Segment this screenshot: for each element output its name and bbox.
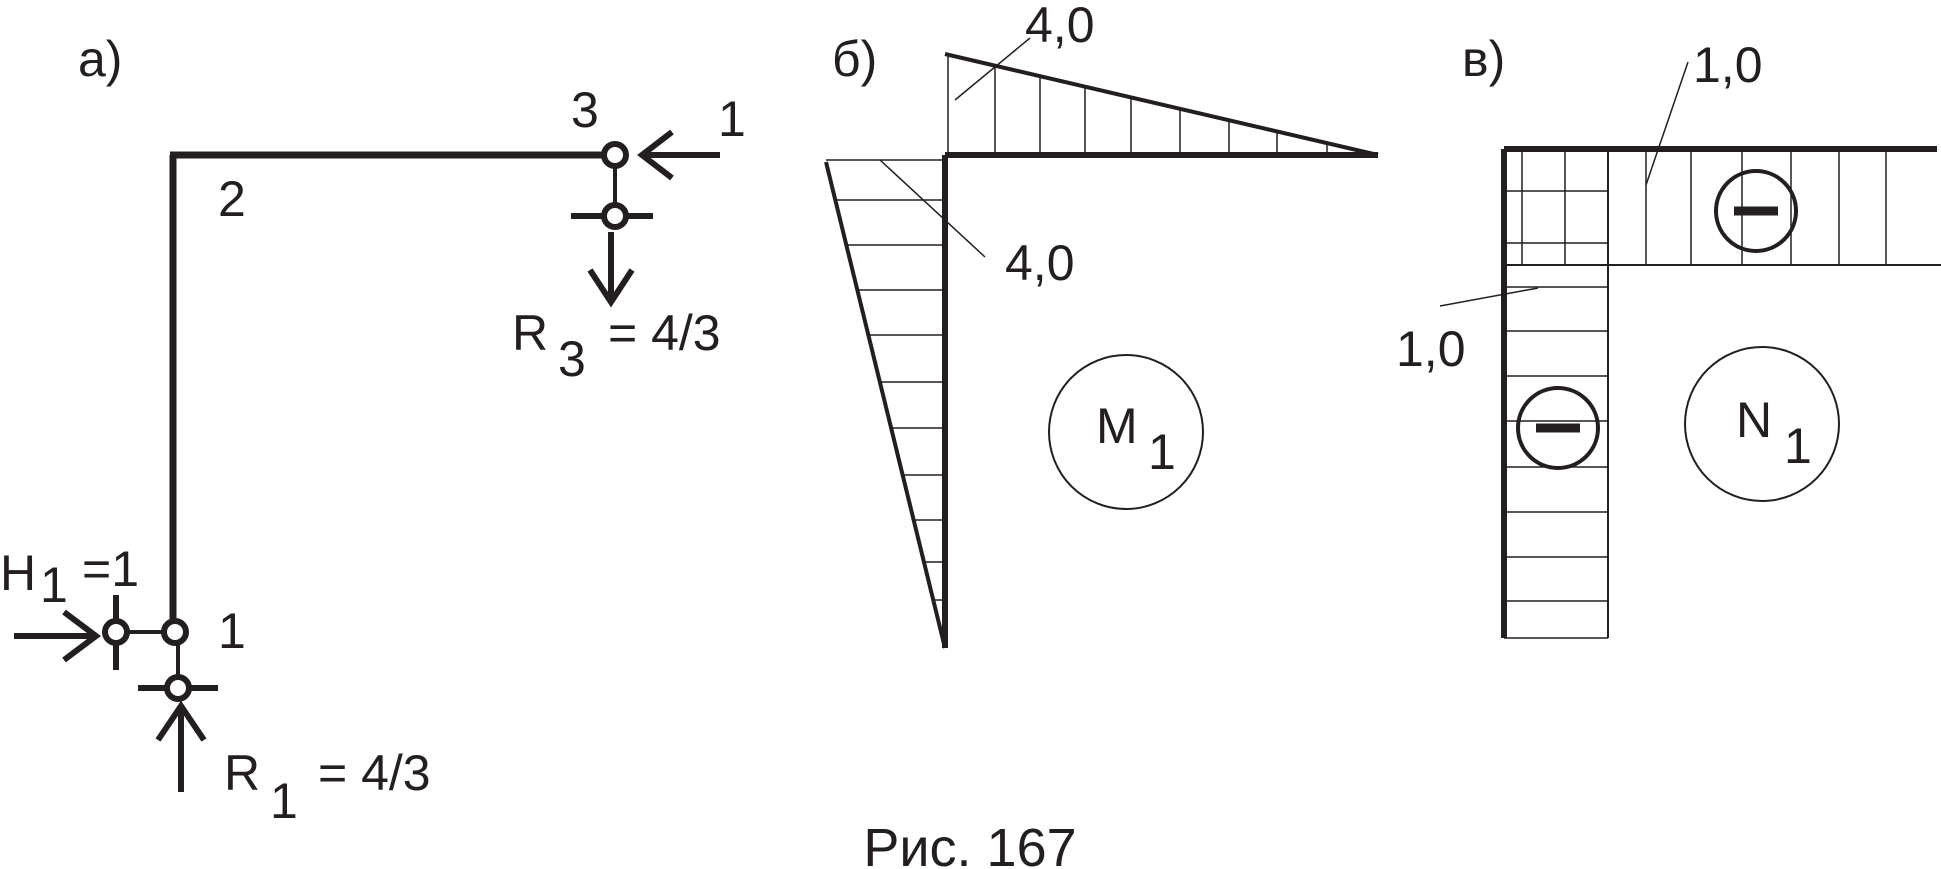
support-node-3 — [571, 141, 653, 230]
hinge-3-top — [601, 141, 629, 169]
axial-beam-hatching — [1645, 149, 1887, 265]
figure-caption: Рис. 167 — [863, 818, 1076, 869]
arrow-reaction-R3 — [587, 232, 635, 308]
svg-text:1: 1 — [1784, 418, 1812, 474]
svg-text:1: 1 — [270, 773, 298, 829]
svg-text:= 4/3: = 4/3 — [608, 305, 721, 361]
svg-text:H: H — [0, 545, 36, 601]
svg-text:R: R — [512, 305, 548, 361]
arrow-reaction-R1 — [155, 700, 207, 792]
panel-v: в) — [1396, 31, 1941, 639]
axial-diagram-name: N 1 — [1736, 392, 1812, 474]
hinge-3-bottom — [601, 202, 629, 230]
axial-value-top: 1,0 — [1693, 37, 1763, 93]
moment-value-top: 4,0 — [1025, 0, 1095, 53]
label-R3: R 3 = 4/3 — [512, 305, 721, 387]
moment-beam-triangle — [944, 52, 1379, 157]
force-label: 1 — [718, 91, 746, 147]
leader-moment-left — [879, 159, 986, 258]
hinge-1-left — [102, 618, 130, 646]
node-2-label: 2 — [218, 171, 246, 227]
panel-b-label: б) — [832, 31, 877, 87]
panel-a-label: а) — [78, 31, 122, 87]
arrow-force-node-3 — [637, 129, 720, 181]
leader-axial-top — [1645, 61, 1689, 186]
label-R1: R 1 = 4/3 — [224, 745, 431, 829]
moment-value-left: 4,0 — [1005, 235, 1075, 291]
moment-name-circle — [1048, 354, 1204, 510]
node-3-label: 3 — [571, 82, 599, 138]
panel-b: б) — [824, 0, 1379, 649]
axial-name-circle — [1684, 346, 1840, 502]
moment-column-triangle — [824, 159, 947, 649]
axial-column-hatching — [1504, 149, 1608, 639]
svg-text:R: R — [224, 745, 260, 801]
moment-diagram-name: M 1 — [1096, 398, 1176, 480]
svg-text:M: M — [1096, 398, 1138, 454]
hinge-1-bottom — [164, 674, 192, 702]
svg-text:1: 1 — [1148, 424, 1176, 480]
arrow-reaction-H1 — [14, 609, 101, 663]
axial-value-left: 1,0 — [1396, 321, 1466, 377]
node-1-label: 1 — [218, 603, 246, 659]
panel-a: а) 2 3 1 R 3 = 4/3 — [0, 31, 746, 829]
svg-text:N: N — [1736, 392, 1772, 448]
svg-text:=1: =1 — [82, 541, 139, 597]
support-node-1 — [102, 595, 218, 702]
label-H1: H 1 =1 — [0, 541, 139, 613]
axial-beam-sign — [1714, 169, 1798, 253]
svg-text:3: 3 — [558, 331, 586, 387]
svg-text:1: 1 — [40, 557, 68, 613]
leader-axial-left — [1439, 287, 1539, 307]
leader-moment-top — [954, 37, 1031, 101]
panel-v-label: в) — [1462, 31, 1505, 87]
axial-column-sign — [1516, 386, 1600, 470]
hinge-1-right — [161, 618, 189, 646]
svg-text:= 4/3: = 4/3 — [318, 745, 431, 801]
